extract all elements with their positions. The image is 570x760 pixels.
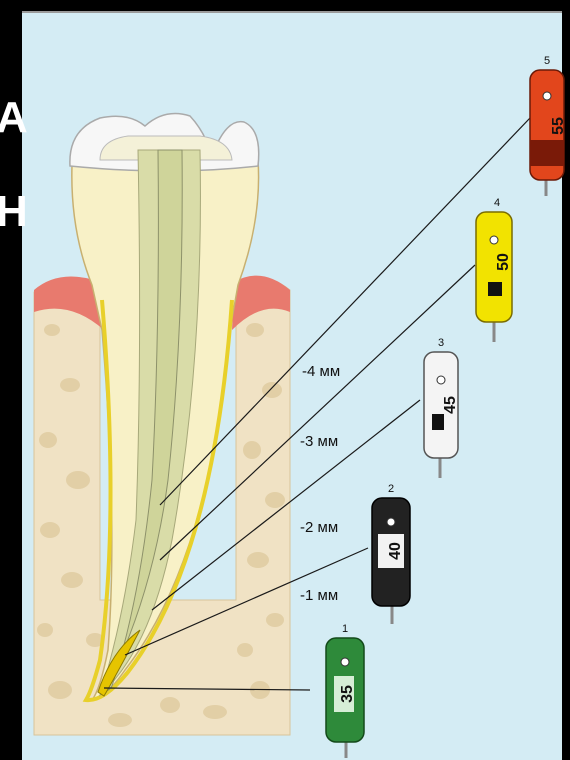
side-letter-top: А	[0, 93, 28, 142]
instrument-3: 3 45	[424, 337, 459, 478]
depth-label-4mm: -4 мм	[302, 363, 340, 380]
instrument-number-2: 2	[388, 483, 394, 495]
depth-label-1mm: -1 мм	[300, 587, 338, 604]
instrument-size-1: 35	[339, 685, 356, 703]
instrument-2: 2 40	[372, 483, 410, 624]
instrument-size-3: 45	[442, 396, 459, 414]
instrument-4: 4 50	[476, 197, 512, 342]
instrument-5: 5 55	[530, 55, 567, 196]
instrument-number-4: 4	[494, 197, 500, 209]
instrument-1: 1 35	[326, 623, 364, 758]
side-letter-bottom: Н	[0, 187, 28, 236]
instrument-size-5: 55	[550, 117, 567, 135]
instrument-size-4: 50	[495, 253, 512, 271]
instrument-size-2: 40	[387, 542, 404, 560]
instrument-number-1: 1	[342, 623, 348, 635]
depth-label-3mm: -3 мм	[300, 433, 338, 450]
depth-label-2mm: -2 мм	[300, 519, 338, 536]
instrument-number-3: 3	[438, 337, 444, 349]
instrument-number-5: 5	[544, 55, 550, 67]
